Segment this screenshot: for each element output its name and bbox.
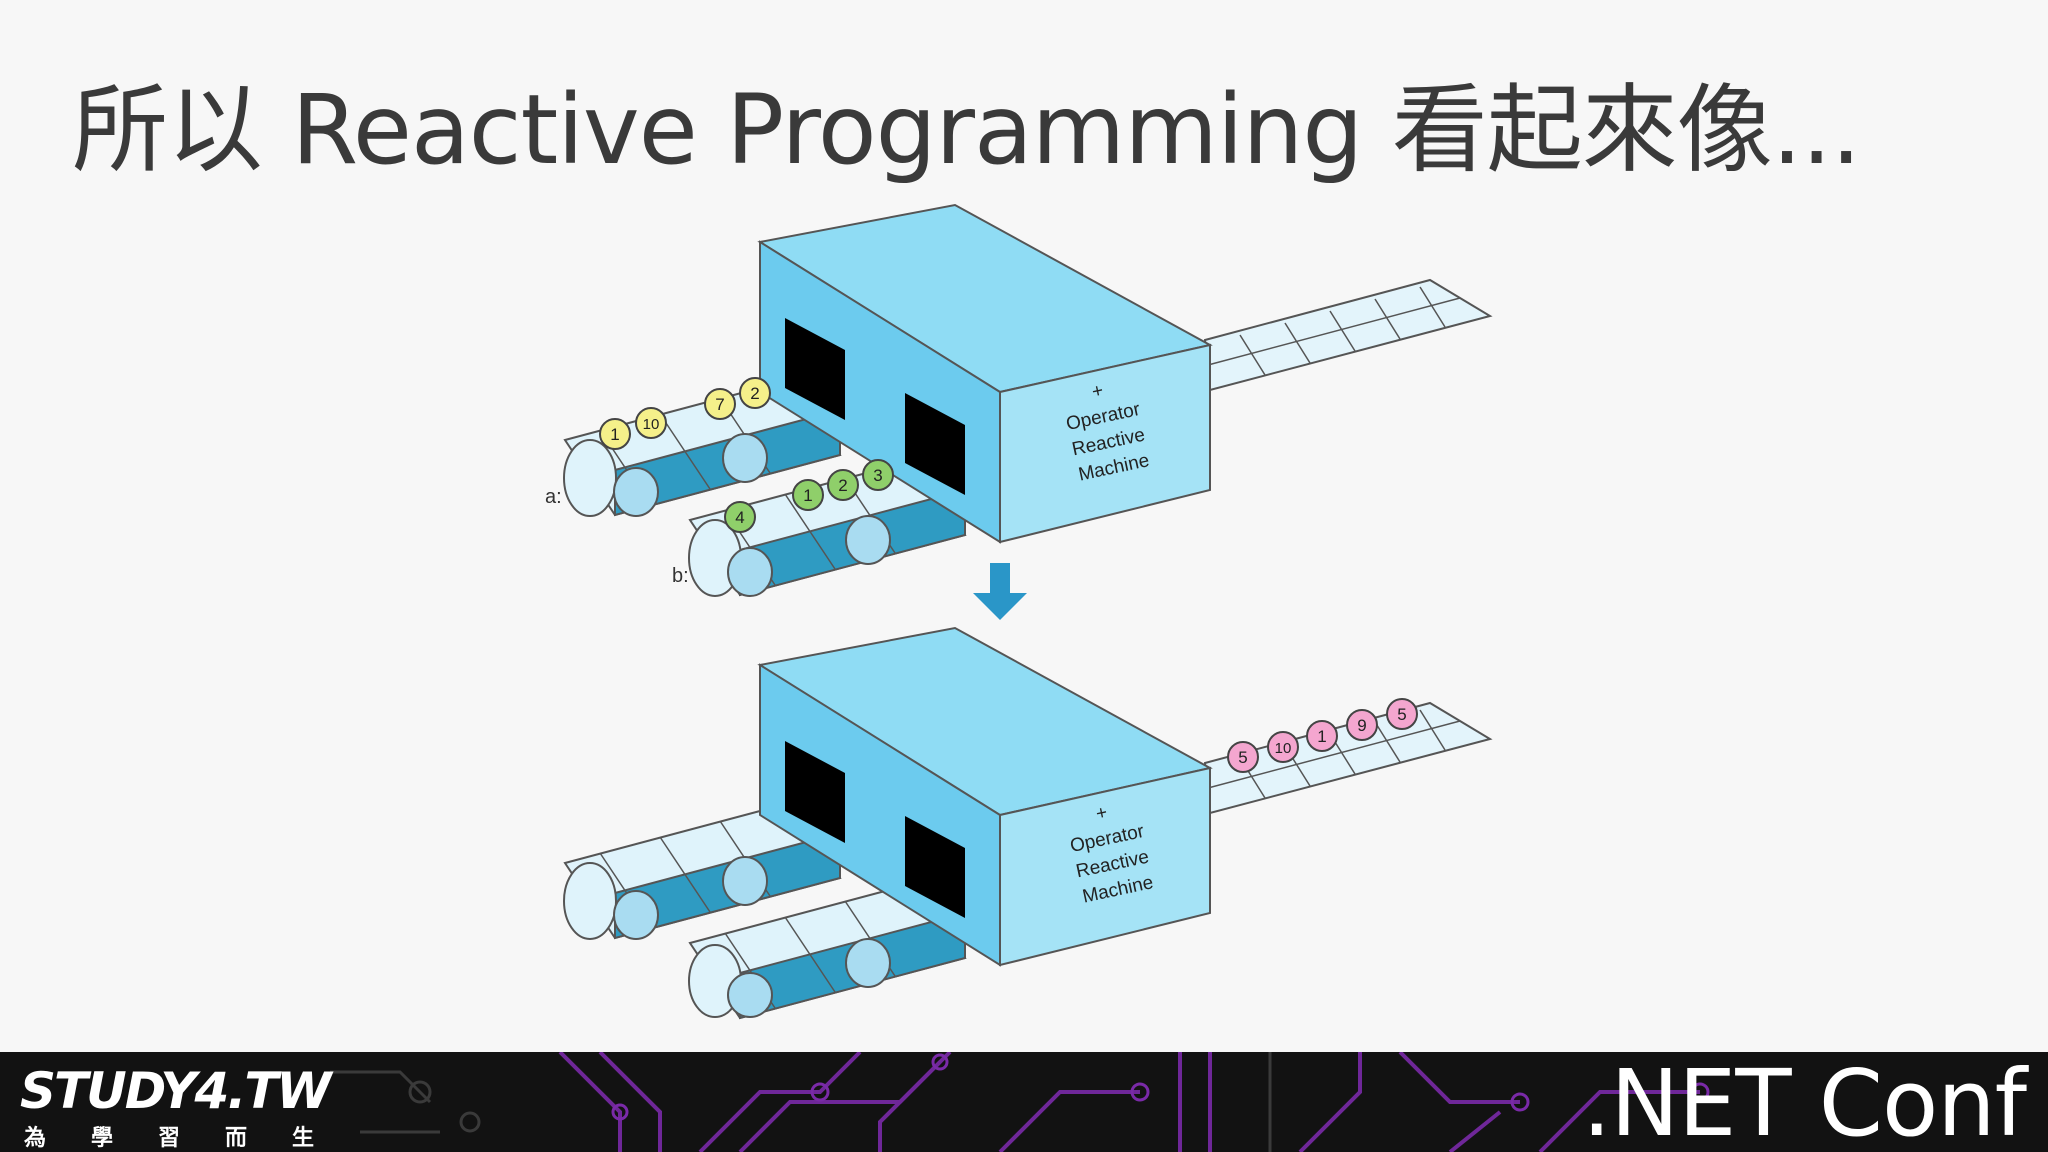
top-belt-a (563, 378, 842, 517)
slogan-char-0: 為 (24, 1126, 47, 1151)
slogan-char-3: 而 (224, 1126, 247, 1151)
slogan-char-4: 生 (291, 1126, 314, 1151)
top-machine-group: a: b: + Ope (545, 203, 1493, 597)
bottom-slot-b (905, 816, 965, 918)
input-b-marble-label-3: 3 (873, 466, 882, 485)
down-arrow (973, 563, 1027, 620)
bottom-machine-group: + Operator Reactive Machine 5 10 1 9 5 (563, 626, 1493, 1020)
output-marble-label-2: 1 (1317, 727, 1326, 746)
input-b-marble-0 (724, 501, 756, 533)
top-slot-b (905, 393, 965, 495)
bottom-belt-b (688, 881, 967, 1020)
slide-title: 所以 Reactive Programming 看起來像... (72, 74, 1861, 186)
output-marble-label-4: 5 (1397, 705, 1406, 724)
output-marbles: 5 10 1 9 5 (1227, 698, 1418, 773)
reactive-machine-diagram: a: b: + Ope (545, 203, 1493, 1020)
input-a-marble-2 (704, 388, 736, 420)
slogan-char-1: 學 (90, 1126, 113, 1151)
top-output-belt (1203, 278, 1493, 392)
output-marble-label-1: 10 (1275, 740, 1292, 757)
net-conf-logo: .NET Conf (1582, 1052, 2027, 1152)
output-marble-0 (1227, 741, 1259, 773)
input-a-marble-label-2: 7 (715, 395, 724, 414)
input-a-marbles: 1 10 7 2 (599, 377, 771, 450)
top-belt-b (688, 458, 967, 597)
input-b-marbles: 4 1 2 3 (724, 459, 894, 533)
top-slot-a (785, 318, 845, 420)
input-b-marble-2 (827, 469, 859, 501)
circuit-pattern (330, 1052, 1710, 1152)
output-marble-4 (1386, 698, 1418, 730)
input-a-marble-label-3: 2 (750, 384, 759, 403)
slogan-char-2: 習 (157, 1126, 180, 1151)
input-b-label: b: (672, 565, 689, 587)
input-a-marble-label-1: 10 (643, 416, 660, 433)
study4-slogan: 為 學 習 而 生 (24, 1120, 314, 1152)
bottom-machine-box: + Operator Reactive Machine (757, 626, 1213, 967)
study4-logo: STUDY4.TW (20, 1062, 332, 1120)
output-marble-2 (1306, 720, 1338, 752)
input-a-marble-0 (599, 418, 631, 450)
bottom-machine-line-0: + (1094, 802, 1109, 825)
input-a-label: a: (545, 486, 562, 508)
top-machine-line-0: + (1090, 380, 1105, 403)
footer-banner: STUDY4.TW 為 學 習 而 生 .NET Conf (0, 1052, 2048, 1152)
bottom-slot-a (785, 741, 845, 843)
bottom-belt-a (563, 801, 842, 940)
input-b-marble-label-0: 4 (735, 508, 744, 527)
input-b-marble-1 (792, 479, 824, 511)
input-b-marble-3 (862, 459, 894, 491)
output-marble-label-0: 5 (1238, 748, 1247, 767)
input-b-marble-label-2: 2 (838, 476, 847, 495)
input-a-marble-label-0: 1 (610, 425, 619, 444)
input-a-marble-1 (635, 407, 667, 439)
top-machine-box: + Operator Reactive Machine (757, 203, 1213, 544)
output-marble-3 (1346, 709, 1378, 741)
input-a-marble-3 (739, 377, 771, 409)
output-marble-label-3: 9 (1357, 716, 1366, 735)
input-b-marble-label-1: 1 (803, 486, 812, 505)
output-marble-1 (1267, 731, 1299, 763)
